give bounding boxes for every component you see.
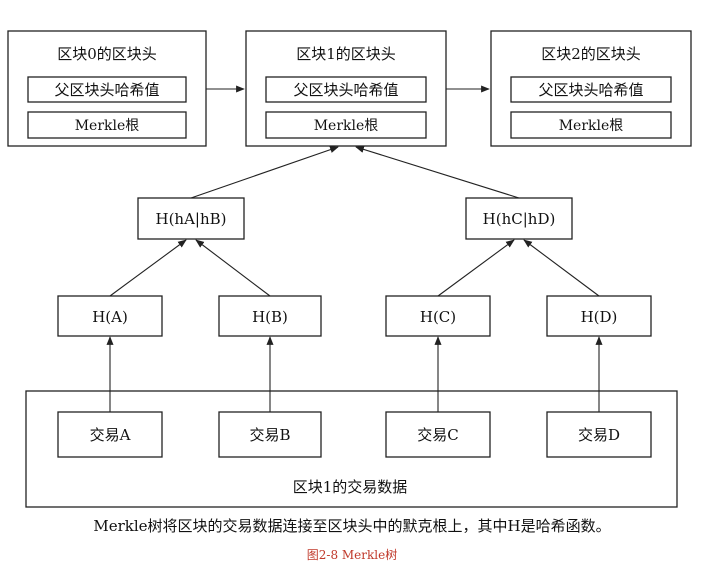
hash-node-D-box xyxy=(546,295,652,337)
hash-node-hChD-label: H(hC|hD) xyxy=(483,210,556,228)
hash-node-B-box xyxy=(218,295,322,337)
arrow-hB-to-hAhB xyxy=(195,239,271,297)
transaction-A: 交易A xyxy=(57,411,163,458)
hash-node-A: H(A) xyxy=(57,295,163,337)
arrow-hC-to-hChD xyxy=(437,239,515,297)
transaction-B-label: 交易B xyxy=(249,426,290,444)
hash-node-A-box xyxy=(57,295,163,337)
block-header-2: 区块2的区块头 父区块头哈希值 Merkle根 xyxy=(490,30,692,147)
block-header-1-prev-hash: 父区块头哈希值 xyxy=(293,81,398,99)
block-header-2-merkle-box xyxy=(510,111,672,139)
transaction-B-box xyxy=(218,411,322,458)
transaction-C: 交易C xyxy=(385,411,491,458)
arrow-hChD-to-root xyxy=(355,146,520,199)
block-header-0-prev-hash: 父区块头哈希值 xyxy=(54,81,159,99)
block-header-0-title: 区块0的区块头 xyxy=(57,45,157,63)
transactions-container-label: 区块1的交易数据 xyxy=(293,478,408,496)
hash-node-hChD: H(hC|hD) xyxy=(465,197,573,240)
block-header-1-prev-hash-box xyxy=(265,76,427,103)
transaction-B: 交易B xyxy=(218,411,322,458)
transaction-D-box xyxy=(546,411,652,458)
hash-node-D: H(D) xyxy=(546,295,652,337)
block-header-2-merkle: Merkle根 xyxy=(559,118,624,134)
block-header-0-prev-hash-box xyxy=(27,76,187,103)
transaction-A-box xyxy=(57,411,163,458)
block-header-1-title: 区块1的区块头 xyxy=(296,45,396,63)
hash-node-C-label: H(C) xyxy=(420,308,456,326)
block-header-2-prev-hash: 父区块头哈希值 xyxy=(538,81,643,99)
transaction-D: 交易D xyxy=(546,411,652,458)
transaction-C-box xyxy=(385,411,491,458)
hash-node-C: H(C) xyxy=(385,295,491,337)
hash-node-C-box xyxy=(385,295,491,337)
hash-node-A-label: H(A) xyxy=(92,308,128,326)
arrow-hD-to-hChD xyxy=(523,239,600,297)
block-header-2-title: 区块2的区块头 xyxy=(541,45,641,63)
hash-node-hChD-box xyxy=(465,197,573,240)
block-header-1-merkle-box xyxy=(265,111,427,139)
arrow-hA-to-hAhB xyxy=(109,239,187,297)
transaction-C-label: 交易C xyxy=(417,426,458,444)
block-header-0-merkle-box xyxy=(27,111,187,139)
block-header-0-merkle: Merkle根 xyxy=(75,118,140,134)
figure-label: 图2-8 Merkle树 xyxy=(307,547,397,562)
block-header-1: 区块1的区块头 父区块头哈希值 Merkle根 xyxy=(245,30,447,147)
hash-node-B: H(B) xyxy=(218,295,322,337)
block-header-0: 区块0的区块头 父区块头哈希值 Merkle根 xyxy=(7,30,207,147)
block-header-1-merkle: Merkle根 xyxy=(314,118,379,134)
transaction-D-label: 交易D xyxy=(578,426,620,444)
hash-node-D-label: H(D) xyxy=(581,308,618,326)
figure-caption: Merkle树将区块的交易数据连接至区块头中的默克根上，其中H是哈希函数。 xyxy=(93,517,610,535)
hash-node-B-label: H(B) xyxy=(252,308,288,326)
hash-node-hAhB: H(hA|hB) xyxy=(137,197,245,240)
block-header-2-prev-hash-box xyxy=(510,76,672,103)
hash-node-hAhB-label: H(hA|hB) xyxy=(155,210,226,228)
arrow-hAhB-to-root xyxy=(190,146,339,199)
transaction-A-label: 交易A xyxy=(90,426,131,444)
